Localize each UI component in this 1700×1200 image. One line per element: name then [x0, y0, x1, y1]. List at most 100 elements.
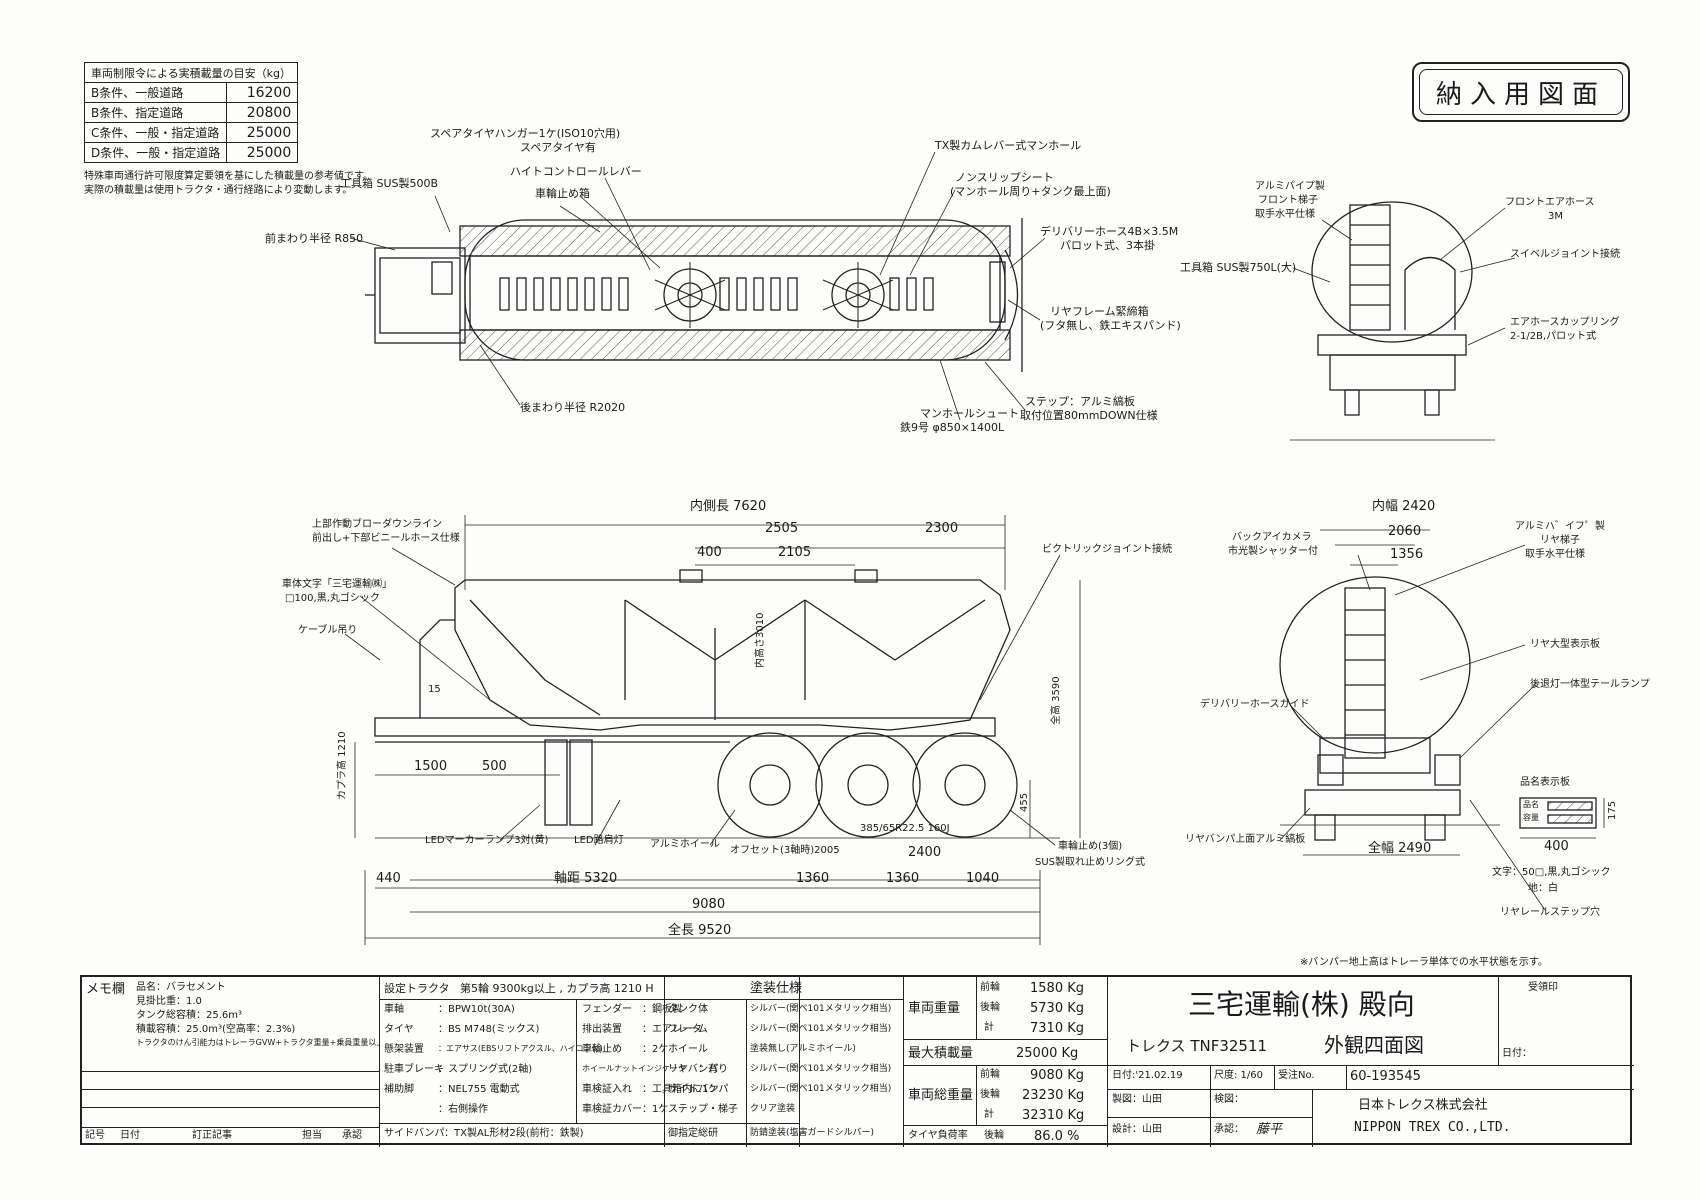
label-led-side: LED路肩灯 [574, 835, 624, 846]
name-plate-item-1: 品名 [1523, 800, 1539, 809]
max-load-label: 最大積載量 [908, 1046, 974, 1061]
load-table-note-2: 実際の積載量は使用トラクタ・通行経路により変動します。 [84, 185, 353, 196]
spec-key: 排出装置 [582, 1024, 622, 1035]
rev-header-mark: 記号 [85, 1130, 105, 1141]
label-ground: 地：白 [1528, 883, 1558, 894]
label-alu-pipe-ladder-2: フロント梯子 [1258, 195, 1318, 206]
dim-2300: 2300 [925, 521, 959, 536]
dim-inner-width: 内幅 2420 [1372, 499, 1436, 514]
spec-value: ：2ケ [642, 1044, 669, 1055]
paint-key: リヤバンパ [668, 1064, 719, 1075]
spec-value: ：NEL755 電動式 [438, 1084, 520, 1095]
dim-1360-a: 1360 [796, 871, 830, 886]
dim-1500: 1500 [414, 759, 448, 774]
paint-key: タンク体 [668, 1004, 708, 1015]
gross-rear-label: 後輪 [980, 1089, 1000, 1100]
paint-value: シルバー(関ペ101メタリック相当) [750, 1064, 892, 1074]
label-step-2: 取付位置80mmDOWN仕様 [1020, 409, 1158, 422]
spec-key: サイドバンパ [384, 1128, 445, 1139]
drawn-by: 製図：山田 [1112, 1094, 1162, 1105]
rev-header-date: 日付 [120, 1130, 140, 1141]
paint-key: 御指定総研 [668, 1128, 718, 1139]
weight-front-label: 前輪 [980, 982, 1000, 993]
name-plate [1519, 797, 1597, 829]
drawing-info-section: 三宅運輸(株) 殿向 トレクス TNF32511 外観四面図 受領印 日付： 日… [1108, 977, 1634, 1147]
label-rear-frame: リヤフレーム緊締箱 [1050, 305, 1149, 318]
paint-key: フレーム [668, 1024, 708, 1035]
label-alu-wheel: アルミホイール [650, 839, 720, 850]
label-toolbox-750: 工具箱 SUS製750L(大) [1180, 261, 1297, 274]
spec-key: タイヤ [384, 1024, 414, 1035]
gross-total-label: 計 [984, 1109, 994, 1120]
spec-key: 車輪止め [582, 1044, 622, 1055]
rev-header-content: 訂正記事 [192, 1130, 232, 1141]
spec-key: 補助脚 [384, 1084, 414, 1095]
memo-line: 積載容積：25.0m³(空高率：2.3%) [136, 1024, 296, 1035]
label-height-control: ハイトコントロールレバー [510, 165, 642, 178]
spec-value: ：鋼板製 [642, 1004, 682, 1015]
dim-2060: 2060 [1388, 524, 1422, 539]
paint-value: クリア塗装 [750, 1104, 796, 1114]
drawing-scale: 尺度: 1/60 [1214, 1070, 1264, 1081]
tractor-value: 第5輪 9300kg以上 , カプラ高 1210 H [460, 982, 654, 995]
label-name-plate: 品名表示板 [1520, 777, 1570, 788]
load-row-label: B条件、指定道路 [83, 102, 228, 123]
designed-by: 設計：山田 [1112, 1124, 1162, 1135]
tire-load-label: タイヤ負荷率 [908, 1130, 968, 1141]
dim-inner-height: 内高さ3010 [755, 612, 766, 668]
model-name: トレクス TNF32511 [1126, 1037, 1268, 1055]
memo-title: メモ欄 [86, 982, 126, 997]
dim-1360-b: 1360 [886, 871, 920, 886]
label-wheel-chock: 車輪止め(3個) [1058, 841, 1123, 852]
dim-inner-length: 内側長 7620 [690, 499, 767, 514]
delivery-stamp-text: 納入用図面 [1419, 69, 1623, 115]
dim-overall-length: 全長 9520 [668, 923, 732, 938]
spec-key: ホイールナットインジケータ [582, 1064, 686, 1073]
label-swivel-joint: スイベルジョイント接続 [1510, 249, 1620, 260]
spec-value: ：エアサス(EBSリフトアクスル、ハイコン付) [438, 1044, 603, 1053]
label-rear-sign: リヤ大型表示板 [1530, 639, 1600, 650]
dim-coupler-height: カプラ高 1210 [337, 731, 348, 800]
memo-line: 品名：バラセメント [136, 982, 226, 993]
approver-signature: 藤平 [1256, 1122, 1283, 1137]
memo-line: トラクタのけん引能力はトレーラGVW+トラクタ重量+乗員重量以上のこと [136, 1038, 379, 1047]
dim-2505: 2505 [765, 521, 799, 536]
drawing-name: 外観四面図 [1324, 1033, 1424, 1057]
dim-overall-width: 全幅 2490 [1368, 841, 1432, 856]
load-row-value: 25000 [226, 142, 299, 163]
label-rear-frame-2: (フタ無し、鉄エキスパンド) [1040, 319, 1181, 332]
label-offset: オフセット(3軸時)2005 [730, 845, 840, 856]
label-toolbox-front: 工具箱 SUS製500B [340, 177, 439, 190]
spec-value: ：右側操作 [438, 1104, 488, 1115]
dim-1040: 1040 [966, 871, 1000, 886]
label-cable: ケーブル吊り [298, 625, 358, 636]
memo-section: メモ欄 品名：バラセメント 見掛比重：1.0 タンク総容積：25.6m³ 積載容… [82, 977, 380, 1147]
label-manhole-lever: TX製カムレバー式マンホール [935, 139, 1082, 152]
front-view [1290, 201, 1516, 441]
weight-section: 車両重量 前輪 1580 Kg 後輪 5730 Kg 計 7310 Kg 最大積… [904, 977, 1108, 1147]
spec-key: 車検証入れ [582, 1084, 632, 1095]
load-table-header: 車両制限令による実積載量の目安（kg） [83, 62, 299, 83]
gross-front-label: 前輪 [980, 1069, 1000, 1080]
dim-2400: 2400 [908, 845, 942, 860]
spec-value: ：スプリング式(2軸) [438, 1064, 533, 1075]
rear-view [1279, 529, 1605, 911]
paint-section: 塗装仕様 タンク体 シルバー(関ペ101メタリック相当) フレーム シルバー(関… [664, 977, 904, 1147]
spec-section: 設定トラクタ 第5輪 9300kg以上 , カプラ高 1210 H 車軸 ：BP… [380, 977, 800, 1147]
side-view-wheels [717, 732, 1018, 838]
paint-value: 防錆塗装(塩害ガードシルバー) [750, 1128, 875, 1138]
label-alu-pipe-ladder: アルミパイプ製 [1255, 181, 1325, 192]
dim-400: 400 [697, 545, 722, 560]
gross-total-value: 32310 Kg [1022, 1108, 1085, 1123]
label-alu-ladder-2: リヤ梯子 [1540, 535, 1580, 546]
top-view-ports [499, 277, 934, 311]
label-manhole-chute: マンホールシュート [920, 407, 1019, 420]
side-view [344, 515, 1081, 945]
label-manhole-chute-2: 鉄9号 φ850×1400L [900, 421, 1005, 434]
paint-key: サイドバンパ [668, 1084, 729, 1095]
label-back-camera-2: 市光製シャッター付 [1228, 546, 1318, 557]
